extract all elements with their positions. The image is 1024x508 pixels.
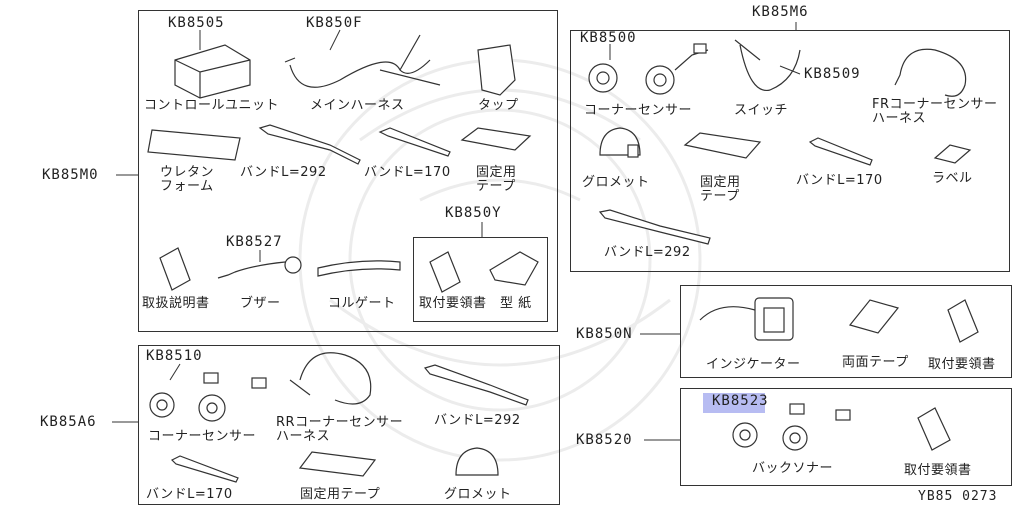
part-code-kb8510: KB8510 — [146, 348, 203, 364]
part-sketches-kb85a6 — [149, 352, 529, 483]
part-label-band-292-a6: バンドL=292 — [434, 413, 521, 428]
part-label-corner-sensor-a6: コーナーセンサー — [148, 429, 257, 444]
part-label-fixing-tape-m6: 固定用 テープ — [700, 175, 741, 204]
part-label-control-unit: コントロールユニット — [144, 98, 280, 113]
group-box-kb85a6 — [138, 345, 560, 505]
fixing-tape-sketch — [460, 127, 532, 151]
main-harness-sketch — [284, 34, 441, 88]
group-code-kb85m6: KB85M6 — [752, 4, 809, 20]
part-code-kb8505: KB8505 — [168, 15, 225, 31]
part-code-kb8500: KB8500 — [580, 30, 637, 46]
part-sketches-kb85m6 — [588, 39, 972, 245]
subgroup-code-kb850y: KB850Y — [445, 205, 502, 221]
band-292-sketch — [258, 124, 361, 165]
part-label-grommet-a6: グロメット — [444, 487, 512, 502]
part-label-rr-corner-sensor-harness: RRコーナーセンサー ハーネス — [276, 415, 404, 444]
part-sketches-kb8520 — [732, 403, 951, 451]
part-label-band-292: バンドL=292 — [240, 165, 327, 180]
part-label-corner-sensor: コーナーセンサー — [584, 103, 693, 118]
part-code-kb8527: KB8527 — [226, 234, 283, 250]
buzzer-body-sketch — [284, 256, 302, 274]
part-label-switch: スイッチ — [734, 103, 789, 118]
part-label-buzzer: ブザー — [240, 296, 281, 311]
group-code-kb85m0: KB85M0 — [42, 167, 99, 183]
part-label-urethane-foam: ウレタン フォーム — [160, 165, 215, 194]
part-label-band-292-m6: バンドL=292 — [604, 245, 691, 260]
part-code-kb8523: KB8523 — [712, 393, 769, 409]
part-label-fixing-tape-a6: 固定用テープ — [300, 487, 381, 502]
part-code-kb8509: KB8509 — [804, 66, 861, 82]
part-label-main-harness: メインハーネス — [310, 98, 405, 113]
group-code-kb8520: KB8520 — [576, 432, 633, 448]
manual-sketch-2 — [429, 251, 461, 293]
tap-sketch — [477, 44, 516, 96]
group-box-kb8520 — [680, 388, 1012, 486]
part-label-corrugate: コルゲート — [328, 296, 396, 311]
corrugate-sketch — [317, 260, 401, 277]
part-label-tap: タップ — [478, 98, 519, 113]
part-label-instruction-manual: 取扱説明書 — [142, 296, 210, 311]
part-label-grommet: グロメット — [582, 175, 650, 190]
part-label-indicator: インジケーター — [706, 357, 801, 372]
footer-code: YB85 0273 — [918, 489, 998, 504]
urethane-foam-sketch — [147, 129, 241, 161]
group-code-kb85a6: KB85A6 — [40, 414, 97, 430]
part-label-fixing-tape: 固定用 テープ — [476, 165, 517, 194]
control-unit-sketch — [174, 44, 251, 99]
group-box-kb85m6 — [570, 30, 1010, 272]
part-label-installation-manual: 取付要領書 — [419, 296, 487, 311]
manual-sketch — [159, 247, 191, 291]
part-code-kb850f: KB850F — [306, 15, 363, 31]
part-sketches-kb850n — [699, 297, 979, 343]
highlight-kb8523 — [703, 393, 765, 413]
part-label-installation-manual-n: 取付要領書 — [928, 357, 996, 372]
group-code-kb850n: KB850N — [576, 326, 633, 342]
part-label-double-sided-tape: 両面テープ — [842, 355, 909, 370]
band-170-sketch — [378, 127, 451, 157]
part-label-band-170-m6: バンドL=170 — [796, 173, 883, 188]
part-label-fr-corner-sensor-harness: FRコーナーセンサー ハーネス — [872, 97, 998, 126]
part-label-label: ラベル — [932, 171, 973, 186]
part-label-band-170: バンドL=170 — [364, 165, 451, 180]
subgroup-box-kb850y — [413, 237, 548, 322]
group-box-kb850n — [680, 285, 1012, 378]
part-label-installation-manual-8520: 取付要領書 — [904, 463, 972, 478]
part-sketches-kb85m0 — [147, 34, 539, 293]
part-label-template: 型 紙 — [500, 296, 532, 311]
template-sketch — [489, 251, 539, 286]
part-label-back-sonar: バックソナー — [752, 461, 834, 476]
part-label-band-170-a6: バンドL=170 — [146, 487, 233, 502]
group-box-kb85m0 — [138, 10, 558, 332]
